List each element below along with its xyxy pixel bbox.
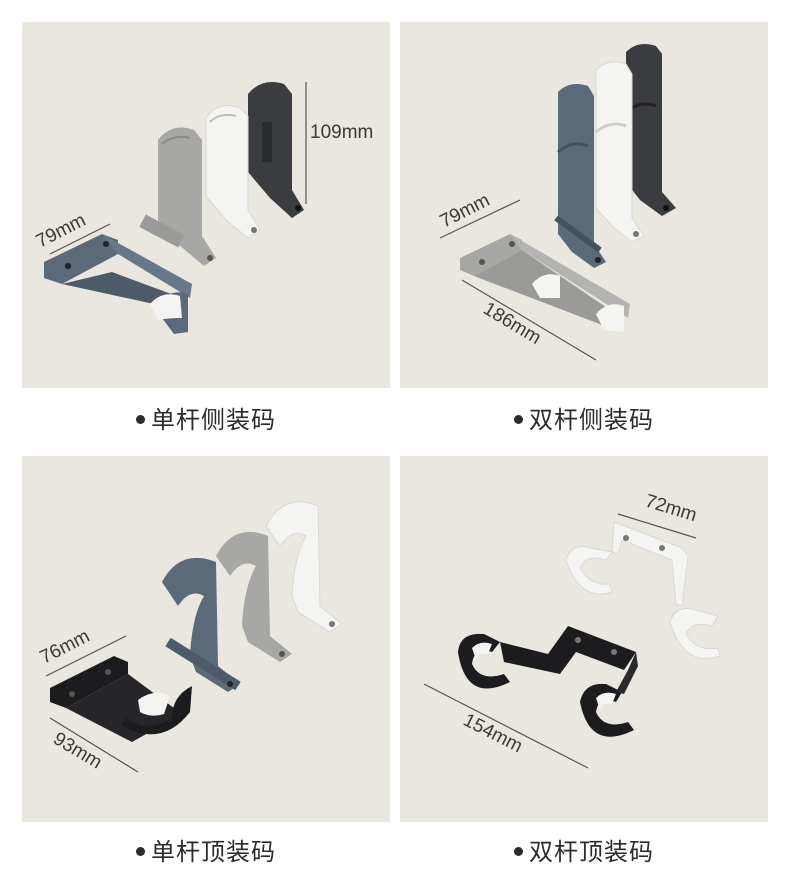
length-dim-line bbox=[461, 279, 597, 361]
blue-bracket bbox=[44, 234, 192, 334]
dark-bracket bbox=[625, 44, 676, 216]
width-dim-line bbox=[49, 223, 111, 255]
width-dim-label: 72mm bbox=[643, 491, 700, 527]
bullet-icon bbox=[514, 847, 523, 857]
caption-single-side-mount: 单杆侧装码 bbox=[22, 404, 390, 438]
white-bracket bbox=[205, 105, 261, 239]
black-bracket bbox=[50, 656, 192, 742]
single-side-mount-photo: 79mm 109mm bbox=[33, 81, 373, 334]
width-dim-label: 76mm bbox=[37, 626, 94, 669]
width-dim-line bbox=[439, 199, 521, 239]
height-dim-label: 109mm bbox=[310, 122, 373, 143]
double-top-mount-photo: 72mm 154mm bbox=[423, 491, 721, 769]
bullet-icon bbox=[136, 847, 145, 857]
gray-bracket bbox=[139, 127, 216, 267]
panel-double-top-mount: 72mm 154mm bbox=[400, 456, 768, 822]
single-top-mount-photo: 76mm 93mm bbox=[37, 501, 343, 773]
panel-single-top-mount: 76mm 93mm bbox=[22, 456, 390, 822]
white-bracket bbox=[595, 61, 645, 243]
black-bracket bbox=[458, 626, 638, 737]
width-dim-line bbox=[617, 513, 697, 539]
white-bracket bbox=[565, 521, 721, 659]
caption-single-top-mount: 单杆顶装码 bbox=[22, 836, 390, 870]
blue-bracket bbox=[554, 84, 606, 268]
bullet-icon bbox=[514, 415, 523, 425]
gray-bracket bbox=[460, 234, 630, 332]
depth-dim-line bbox=[49, 717, 139, 773]
panel-double-side-mount: 79mm 186mm bbox=[400, 22, 768, 388]
dark-bracket bbox=[248, 81, 304, 218]
caption-double-side-mount: 双杆侧装码 bbox=[400, 404, 768, 438]
blue-bracket bbox=[162, 557, 241, 692]
width-dim-line bbox=[45, 635, 127, 677]
length-dim-line bbox=[423, 683, 589, 769]
caption-double-top-mount: 双杆顶装码 bbox=[400, 836, 768, 870]
bullet-icon bbox=[136, 415, 145, 425]
gray-bracket bbox=[216, 531, 292, 662]
panel-single-side-mount: 79mm 109mm bbox=[22, 22, 390, 388]
length-dim-label: 154mm bbox=[460, 710, 526, 757]
white-bracket bbox=[265, 501, 343, 633]
double-side-mount-photo: 79mm 186mm bbox=[437, 44, 676, 361]
